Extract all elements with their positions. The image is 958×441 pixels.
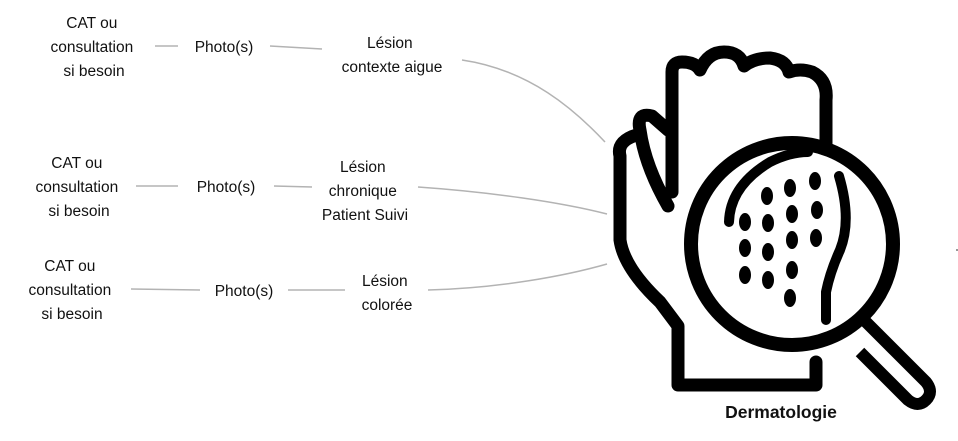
lesion-label-1: Lésion contexte aigue (342, 35, 443, 76)
diagram-title: Dermatologie (725, 402, 837, 422)
connector-lesion-hub-2 (417, 186, 608, 215)
cat-line: CAT ou (66, 15, 117, 32)
skin-dot (784, 179, 796, 197)
skin-dot (784, 289, 796, 307)
skin-dot (786, 205, 798, 223)
lesion-label-2: Lésion chronique Patient Suivi (322, 159, 408, 224)
skin-dot (786, 231, 798, 249)
skin-dot (762, 271, 774, 289)
skin-dot (739, 266, 751, 284)
lesion-line: Patient Suivi (322, 207, 408, 224)
connector-lesion-hub-3 (427, 263, 608, 291)
cat-label-2: CAT ou consultation si besoin (35, 155, 122, 220)
photo-label-3: Photo(s) (215, 283, 274, 300)
hand-outline (612, 45, 833, 392)
skin-dot (810, 229, 822, 247)
photo-label-1: Photo(s) (195, 39, 254, 56)
skin-dots (739, 172, 823, 307)
skin-dot (761, 187, 773, 205)
skin-dot (739, 239, 751, 257)
cat-line: si besoin (63, 63, 124, 80)
skin-dot (762, 214, 774, 232)
cat-line: si besoin (41, 306, 102, 323)
cat-line: consultation (35, 179, 118, 196)
connector-cat-photo-3 (130, 288, 201, 291)
cat-label-3: CAT ou consultation si besoin (28, 258, 115, 323)
cat-line: CAT ou (44, 258, 95, 275)
lens-finger-edge (821, 171, 851, 325)
hand-magnifier-icon (612, 45, 936, 410)
photo-label-2: Photo(s) (197, 179, 256, 196)
connector-photo-lesion-1 (269, 45, 323, 50)
skin-dot (786, 261, 798, 279)
cat-label-1: CAT ou consultation si besoin (50, 15, 137, 80)
skin-dot (762, 243, 774, 261)
lesion-line: contexte aigue (342, 59, 443, 76)
skin-dot (811, 201, 823, 219)
connector-lesion-hub-1 (461, 59, 606, 143)
cat-line: CAT ou (51, 155, 102, 172)
cat-line: consultation (28, 282, 111, 299)
lesion-line: Lésion (367, 35, 413, 52)
lens-inner-line (724, 147, 813, 227)
lesion-line: colorée (362, 297, 413, 314)
lesion-line: Lésion (362, 273, 408, 290)
cat-line: consultation (50, 39, 133, 56)
cat-line: si besoin (48, 203, 109, 220)
lesion-label-3: Lésion colorée (362, 273, 413, 314)
connector-photo-lesion-2 (273, 185, 313, 188)
skin-dot (809, 172, 821, 190)
lesion-line: chronique (329, 183, 397, 200)
connectors (130, 45, 608, 291)
magnifier-handle (855, 313, 936, 410)
lesion-line: Lésion (340, 159, 386, 176)
skin-dot (739, 213, 751, 231)
